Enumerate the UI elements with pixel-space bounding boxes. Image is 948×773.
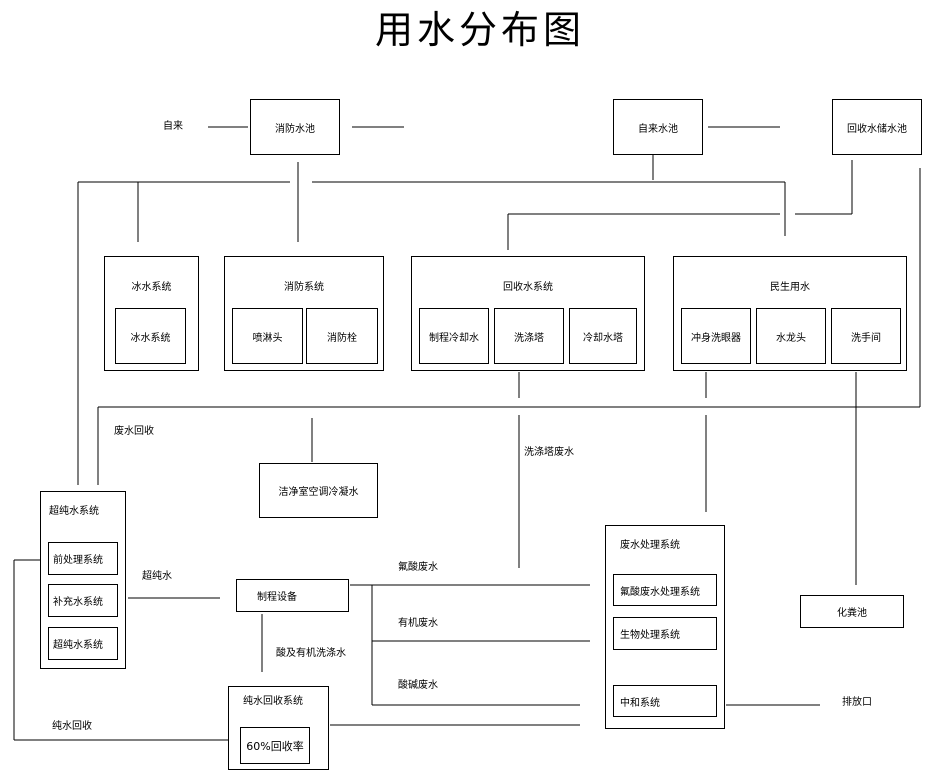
recycle-water-group-title: 回收水系统 xyxy=(503,282,553,293)
hf-treatment-box: 氟酸废水处理系统 xyxy=(613,574,717,606)
upw-subsystem-box: 超纯水系统 xyxy=(48,627,118,660)
city-water-pool-box: 自来水池 xyxy=(613,99,703,155)
makeup-water-label: 补充水系统 xyxy=(53,597,103,608)
septic-tank-box: 化粪池 xyxy=(800,595,904,628)
fire-system-group-title: 消防系统 xyxy=(284,282,324,293)
source-label-zilai: 自来 xyxy=(163,121,183,132)
recycle-tank-box: 回收水储水池 xyxy=(832,99,922,155)
ice-water-system-label: 冰水系统 xyxy=(130,332,171,344)
civil-water-group-title: 民生用水 xyxy=(770,282,810,293)
ice-water-group: 冰水系统 冰水系统 xyxy=(104,256,199,371)
sprinkler-label: 喷淋头 xyxy=(252,332,283,344)
outfall-label: 排放口 xyxy=(842,697,872,708)
fire-pool-box: 消防水池 xyxy=(250,99,340,155)
scrubber-label: 洗涤塔 xyxy=(514,332,544,344)
process-cooling-box: 制程冷却水 xyxy=(419,308,489,364)
process-equipment-box: 制程设备 xyxy=(236,579,349,612)
neutralization-box: 中和系统 xyxy=(613,685,717,717)
recycle-water-group: 回收水系统 制程冷却水 洗涤塔 冷却水塔 xyxy=(411,256,645,371)
neutralization-label: 中和系统 xyxy=(620,697,660,709)
washroom-box: 洗手间 xyxy=(831,308,901,364)
faucet-box: 水龙头 xyxy=(756,308,826,364)
ice-water-group-title: 冰水系统 xyxy=(131,282,172,293)
bio-treatment-label: 生物处理系统 xyxy=(620,630,680,641)
acid-organic-rinse-label: 酸及有机洗涤水 xyxy=(276,648,346,659)
pure-water-recycle-label: 纯水回收 xyxy=(52,721,92,732)
recycle-rate-label: 60%回收率 xyxy=(246,739,304,753)
cooling-tower-box: 冷却水塔 xyxy=(569,308,637,364)
cleanroom-ac-box: 洁净室空调冷凝水 xyxy=(259,463,378,518)
scrubber-waste-label: 洗涤塔废水 xyxy=(524,447,574,458)
hf-treatment-label: 氟酸废水处理系统 xyxy=(620,586,700,598)
fire-pool-label: 消防水池 xyxy=(275,123,315,135)
makeup-water-box: 补充水系统 xyxy=(48,584,118,617)
waste-recycle-label: 废水回收 xyxy=(114,426,154,437)
fire-system-group: 消防系统 喷淋头 消防栓 xyxy=(224,256,384,371)
sprinkler-box: 喷淋头 xyxy=(232,308,303,364)
process-cooling-label: 制程冷却水 xyxy=(429,332,479,344)
upw-label: 超纯水 xyxy=(142,571,172,582)
wastewater-treatment-title: 废水处理系统 xyxy=(620,540,680,551)
hf-waste-label: 氟酸废水 xyxy=(398,562,438,573)
pure-water-recycle-title: 纯水回收系统 xyxy=(243,696,303,707)
process-equipment-label: 制程设备 xyxy=(257,592,297,603)
diagram-title: 用水分布图 xyxy=(374,8,585,52)
recycle-tank-label: 回收水储水池 xyxy=(847,123,907,135)
upw-subsystem-label: 超纯水系统 xyxy=(53,640,103,651)
upw-system-title: 超纯水系统 xyxy=(49,506,99,517)
pretreatment-box: 前处理系统 xyxy=(48,542,118,575)
ice-water-system-box: 冰水系统 xyxy=(115,308,186,364)
septic-tank-label: 化粪池 xyxy=(837,608,867,619)
eyewash-label: 冲身洗眼器 xyxy=(691,332,741,344)
recycle-rate-box: 60%回收率 xyxy=(240,727,310,764)
hydrant-label: 消防栓 xyxy=(327,332,357,344)
washroom-label: 洗手间 xyxy=(851,332,881,344)
upw-system-group: 超纯水系统 前处理系统 补充水系统 超纯水系统 xyxy=(40,491,126,669)
cooling-tower-label: 冷却水塔 xyxy=(583,332,623,344)
pure-water-recycle-group: 纯水回收系统 60%回收率 xyxy=(228,686,329,770)
scrubber-box: 洗涤塔 xyxy=(494,308,564,364)
city-water-pool-label: 自来水池 xyxy=(638,123,678,135)
acid-base-waste-label: 酸碱废水 xyxy=(398,680,438,691)
bio-treatment-box: 生物处理系统 xyxy=(613,617,717,650)
civil-water-group: 民生用水 冲身洗眼器 水龙头 洗手间 xyxy=(673,256,907,371)
organic-waste-label: 有机废水 xyxy=(398,618,438,629)
eyewash-box: 冲身洗眼器 xyxy=(681,308,751,364)
hydrant-box: 消防栓 xyxy=(306,308,378,364)
wastewater-treatment-group: 废水处理系统 氟酸废水处理系统 生物处理系统 中和系统 xyxy=(605,525,725,729)
cleanroom-ac-label: 洁净室空调冷凝水 xyxy=(278,487,359,498)
pretreatment-label: 前处理系统 xyxy=(53,555,103,566)
faucet-label: 水龙头 xyxy=(776,332,806,344)
